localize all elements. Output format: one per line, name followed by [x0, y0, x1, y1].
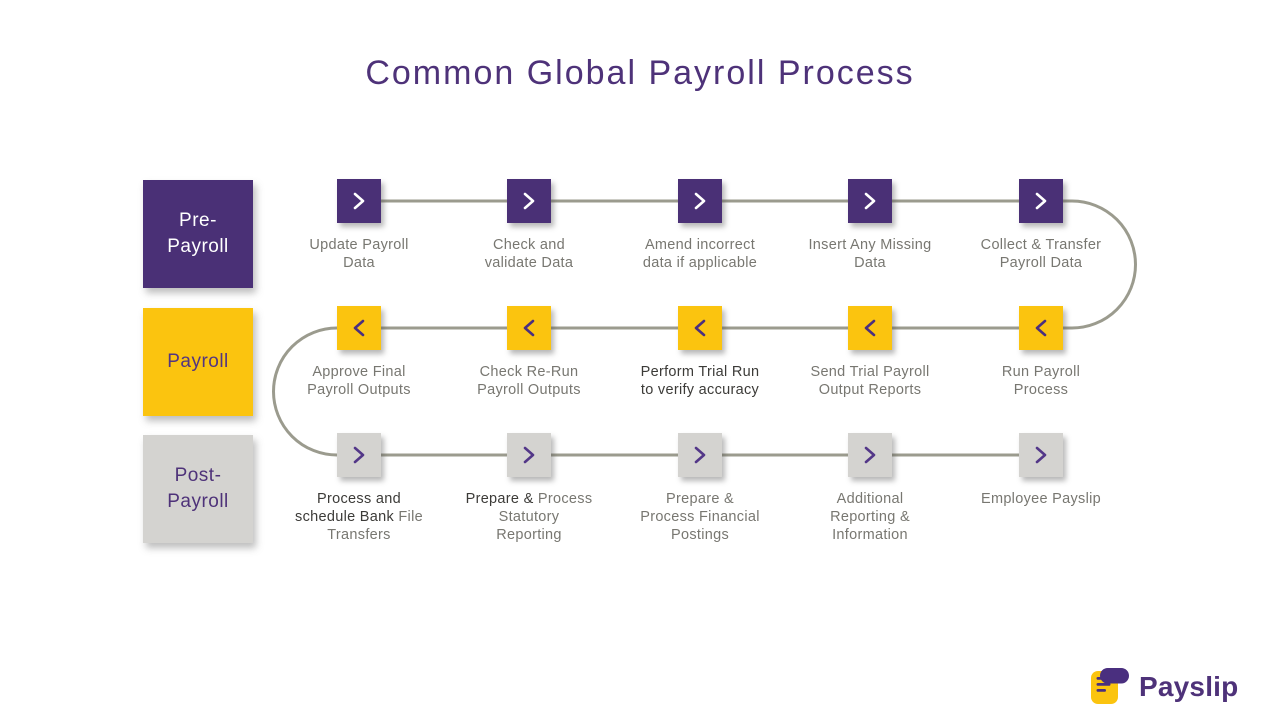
- chevron-left-icon: [678, 306, 722, 350]
- chevron-right-icon: [337, 433, 381, 477]
- step-process-schedule-bank-file-transfers: Process and schedule Bank File Transfers: [279, 433, 439, 544]
- step-label: Insert Any Missing Data: [808, 237, 932, 271]
- payslip-wordmark: Payslip: [1139, 671, 1239, 702]
- step-insert-missing-data: Insert Any Missing Data: [790, 179, 950, 272]
- category-label: Pre- Payroll: [167, 210, 229, 257]
- category-payroll: Payroll: [143, 308, 253, 416]
- category-post-payroll: Post- Payroll: [143, 435, 253, 543]
- step-approve-final-payroll-outputs: Approve Final Payroll Outputs: [279, 306, 439, 399]
- step-prepare-process-statutory-reporting: Prepare & Process Statutory Reporting: [449, 433, 609, 544]
- step-label: Update Payroll Data: [309, 237, 409, 271]
- chevron-left-icon: [1019, 306, 1063, 350]
- step-label: Process and schedule Bank File Transfers: [295, 491, 423, 543]
- chevron-left-icon: [848, 306, 892, 350]
- step-collect-transfer-payroll-data: Collect & Transfer Payroll Data: [961, 179, 1121, 272]
- chevron-left-icon: [507, 306, 551, 350]
- chevron-right-icon: [1019, 179, 1063, 223]
- step-label: Employee Payslip: [980, 491, 1102, 507]
- category-pre-payroll: Pre- Payroll: [143, 180, 253, 288]
- step-label: Prepare & Process Statutory Reporting: [465, 491, 593, 543]
- step-perform-trial-run: Perform Trial Run to verify accuracy: [620, 306, 780, 399]
- step-label: Check Re-Run Payroll Outputs: [477, 364, 581, 398]
- step-check-rerun-payroll-outputs: Check Re-Run Payroll Outputs: [449, 306, 609, 399]
- step-label: Collect & Transfer Payroll Data: [980, 237, 1102, 271]
- page-title: Common Global Payroll Process: [365, 54, 915, 92]
- chevron-right-icon: [507, 433, 551, 477]
- category-label: Payroll: [167, 351, 229, 373]
- payslip-logo: Payslip: [1090, 664, 1238, 710]
- category-label: Post- Payroll: [167, 465, 229, 512]
- step-amend-incorrect-data: Amend incorrect data if applicable: [620, 179, 780, 272]
- step-label: Amend incorrect data if applicable: [642, 237, 758, 271]
- step-run-payroll-process: Run Payroll Process: [961, 306, 1121, 399]
- chevron-right-icon: [848, 433, 892, 477]
- chevron-right-icon: [678, 433, 722, 477]
- chevron-right-icon: [848, 179, 892, 223]
- step-label: Check and validate Data: [484, 237, 574, 271]
- chevron-left-icon: [337, 306, 381, 350]
- step-label: Run Payroll Process: [1001, 364, 1081, 398]
- chevron-right-icon: [507, 179, 551, 223]
- step-label: Approve Final Payroll Outputs: [307, 364, 411, 398]
- step-send-trial-payroll-output-reports: Send Trial Payroll Output Reports: [790, 306, 950, 399]
- chevron-right-icon: [1019, 433, 1063, 477]
- chevron-right-icon: [678, 179, 722, 223]
- step-employee-payslip: Employee Payslip: [961, 433, 1121, 508]
- payslip-logo-icon: [1091, 668, 1129, 704]
- step-label: Additional Reporting & Information: [830, 491, 910, 543]
- step-additional-reporting-information: Additional Reporting & Information: [790, 433, 950, 544]
- step-label: Send Trial Payroll Output Reports: [810, 364, 930, 398]
- step-update-payroll-data: Update Payroll Data: [279, 179, 439, 272]
- step-prepare-process-financial-postings: Prepare & Process Financial Postings: [620, 433, 780, 544]
- step-label: Perform Trial Run to verify accuracy: [640, 364, 760, 398]
- chevron-right-icon: [337, 179, 381, 223]
- step-check-and-validate-data: Check and validate Data: [449, 179, 609, 272]
- step-label: Prepare & Process Financial Postings: [640, 491, 760, 543]
